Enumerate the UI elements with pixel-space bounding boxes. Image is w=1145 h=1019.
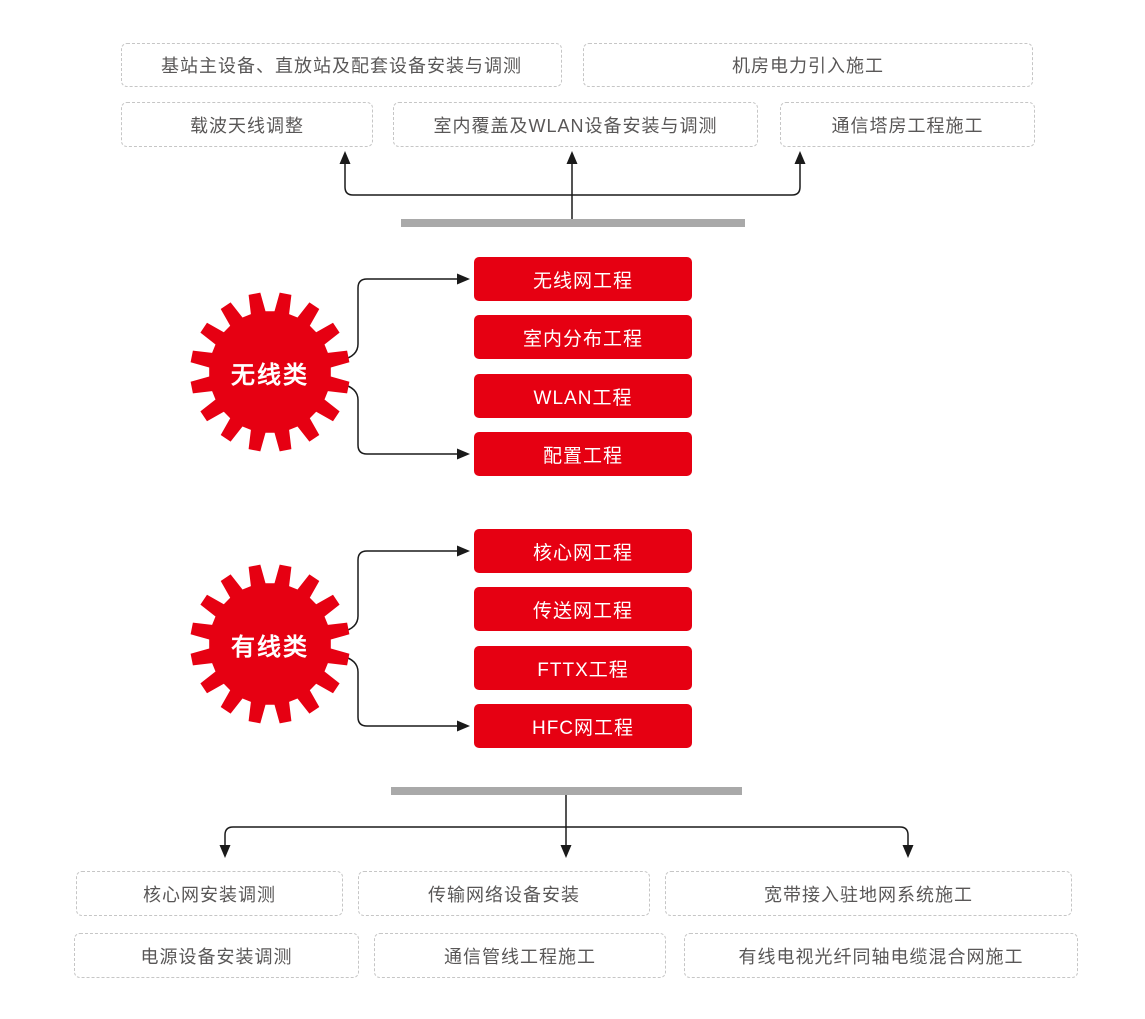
category-box-fttx: FTTX工程 xyxy=(474,646,692,690)
gear-wired-shape xyxy=(190,564,350,724)
task-box-tower-room: 通信塔房工程施工 xyxy=(780,102,1035,147)
task-box-power-intro: 机房电力引入施工 xyxy=(583,43,1033,87)
task-box-carrier-antenna: 载波天线调整 xyxy=(121,102,373,147)
category-box-indoor-dist: 室内分布工程 xyxy=(474,315,692,359)
task-box-indoor-wlan: 室内覆盖及WLAN设备安装与调测 xyxy=(393,102,758,147)
task-box-core-install: 核心网安装调测 xyxy=(76,871,343,916)
gear-wireless-shape xyxy=(190,292,350,452)
task-box-transport-equipment: 传输网络设备安装 xyxy=(358,871,650,916)
category-box-wlan: WLAN工程 xyxy=(474,374,692,418)
task-box-catv-hfc: 有线电视光纤同轴电缆混合网施工 xyxy=(684,933,1078,978)
category-box-core-net: 核心网工程 xyxy=(474,529,692,573)
task-box-power-equipment: 电源设备安装调测 xyxy=(74,933,359,978)
category-box-hfc: HFC网工程 xyxy=(474,704,692,748)
gear-label-wired: 有线类 xyxy=(231,634,309,661)
category-box-transport-net: 传送网工程 xyxy=(474,587,692,631)
gear-label-wireless: 无线类 xyxy=(231,362,309,389)
category-box-wireless-net: 无线网工程 xyxy=(474,257,692,301)
task-box-broadband-access: 宽带接入驻地网系统施工 xyxy=(665,871,1072,916)
category-box-config: 配置工程 xyxy=(474,432,692,476)
task-box-base-station: 基站主设备、直放站及配套设备安装与调测 xyxy=(121,43,562,87)
task-box-pipeline-works: 通信管线工程施工 xyxy=(374,933,666,978)
